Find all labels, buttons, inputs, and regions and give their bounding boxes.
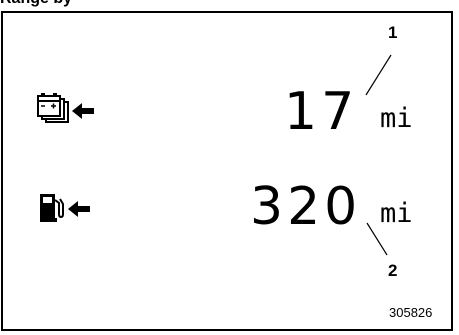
fuel-pump-icon: [40, 194, 90, 222]
display-frame: [1, 11, 453, 331]
figure-code: 305826: [389, 305, 433, 320]
callout-label-2: 2: [388, 261, 398, 280]
battery-range-value: 17: [284, 82, 359, 142]
callout-label-1: 1: [388, 23, 398, 42]
fuel-range-unit: mi: [380, 198, 413, 229]
arrow-left-icon: [68, 201, 90, 217]
battery-range-unit: mi: [380, 103, 413, 134]
header-text: Range by: [0, 0, 72, 8]
arrow-left-icon: [72, 103, 94, 119]
battery-icon: [37, 93, 94, 123]
fuel-range-value: 320: [250, 177, 362, 237]
header-strip: Range by: [0, 0, 459, 16]
